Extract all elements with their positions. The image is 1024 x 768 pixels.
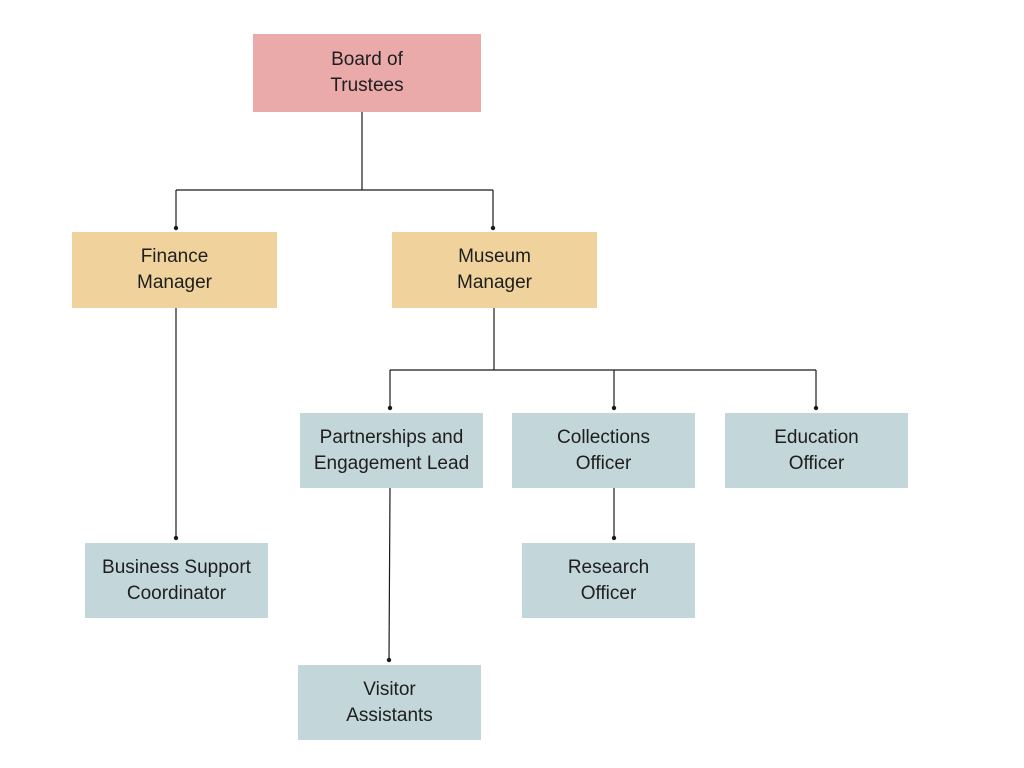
- connector-dot: [611, 535, 617, 541]
- node-label-line: Officer: [575, 452, 632, 474]
- connector-dot: [490, 225, 496, 231]
- node-collections-officer: Collections Officer: [512, 413, 695, 488]
- node-label-line: Business Support: [102, 556, 251, 578]
- node-board-of-trustees: Board of Trustees: [253, 34, 481, 112]
- node-label-line: Partnerships and: [319, 426, 464, 448]
- node-research-officer: Research Officer: [522, 543, 695, 618]
- connector-dot: [387, 405, 393, 411]
- node-business-support-coordinator: Business Support Coordinator: [85, 543, 268, 618]
- node-label-line: Manager: [457, 272, 532, 293]
- connector-dot: [611, 405, 617, 411]
- node-label-line: Assistants: [346, 704, 433, 726]
- node-label-line: Officer: [788, 452, 845, 474]
- node-label-line: Manager: [137, 272, 212, 293]
- node-label-line: Coordinator: [126, 582, 227, 604]
- node-label-line: Finance: [140, 246, 209, 267]
- node-label-line: Engagement Lead: [313, 452, 470, 474]
- connector-partnerships-to-visitor: [388, 487, 391, 661]
- node-label-line: Visitor: [363, 678, 416, 700]
- connector-dot: [386, 657, 392, 663]
- node-visitor-assistants: Visitor Assistants: [298, 665, 481, 740]
- node-finance-manager: Finance Manager: [72, 232, 277, 308]
- node-label-line: Trustees: [330, 75, 404, 96]
- connector-dot: [173, 225, 179, 231]
- connector-dot: [173, 535, 179, 541]
- node-education-officer: Education Officer: [725, 413, 908, 488]
- node-museum-manager: Museum Manager: [392, 232, 597, 308]
- node-label-line: Board of: [331, 49, 403, 70]
- node-label-line: Research: [567, 556, 650, 578]
- node-partnerships-lead: Partnerships and Engagement Lead: [300, 413, 483, 488]
- node-label-line: Officer: [580, 582, 637, 604]
- node-label-line: Museum: [458, 246, 531, 267]
- node-label-line: Education: [774, 426, 859, 448]
- node-label-line: Collections: [557, 426, 650, 448]
- connector-dot: [813, 405, 819, 411]
